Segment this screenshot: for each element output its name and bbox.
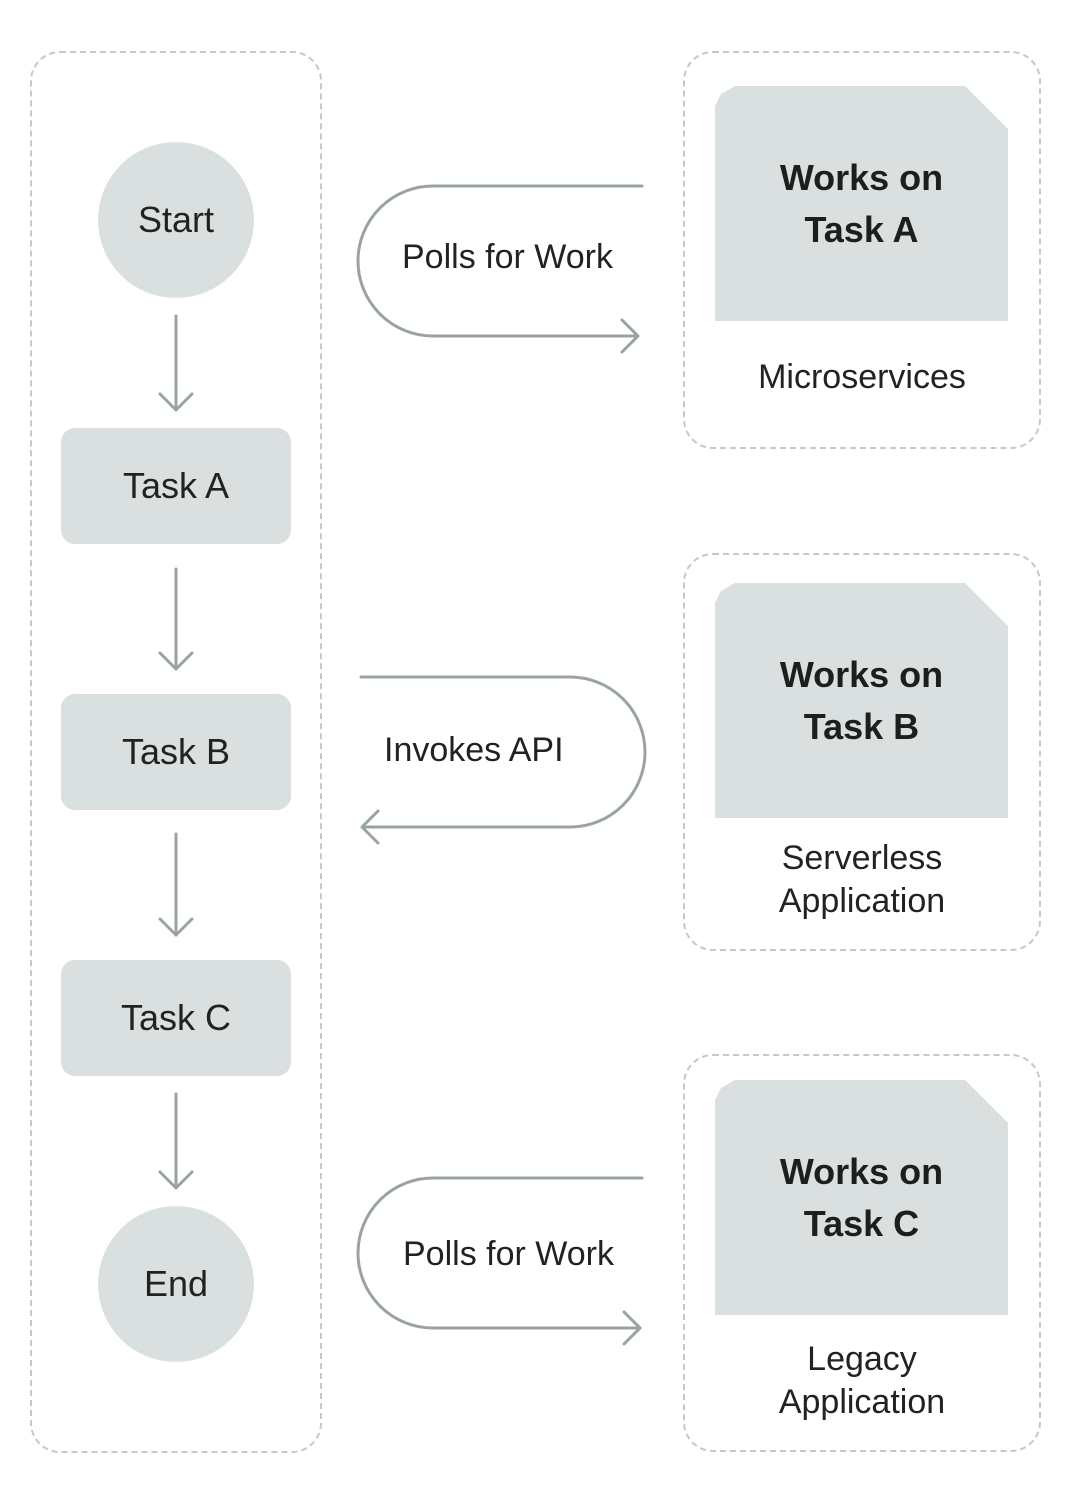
arrow-task-b-to-task-c <box>158 832 194 937</box>
start-label: Start <box>137 199 215 240</box>
end-node: End <box>98 1206 254 1362</box>
worker-a-label-line1: Microservices <box>758 358 966 396</box>
end-label: End <box>143 1263 209 1304</box>
task-b-node: Task B <box>61 694 291 810</box>
worker-c-title-line1: Works on <box>779 1150 944 1192</box>
worker-a-title-line2: Task A <box>804 208 919 250</box>
worker-a-container <box>683 51 1041 449</box>
task-c-label: Task C <box>120 997 232 1038</box>
task-c-node: Task C <box>61 960 291 1076</box>
arrow-task-c-to-end <box>158 1092 194 1190</box>
link-b-label: Invokes API <box>384 731 564 769</box>
worker-b-title-line1: Works on <box>779 653 944 695</box>
worker-c-title: Works on Task C <box>732 1146 992 1250</box>
task-b-label: Task B <box>121 731 231 772</box>
link-b-arrow <box>359 675 647 845</box>
worker-c-container <box>683 1054 1041 1452</box>
worker-b-title: Works on Task B <box>732 649 992 753</box>
workflow-container <box>30 51 322 1453</box>
worker-c-card: Works on Task C <box>715 1080 1008 1315</box>
link-c-label: Polls for Work <box>403 1235 614 1273</box>
worker-c-label: Legacy Application <box>683 1338 1041 1424</box>
start-node: Start <box>98 142 254 298</box>
worker-b-container <box>683 553 1041 951</box>
worker-b-card: Works on Task B <box>715 583 1008 818</box>
arrow-task-a-to-task-b <box>158 567 194 671</box>
worker-b-label-line1: Serverless <box>781 839 943 877</box>
worker-a-title: Works on Task A <box>732 152 992 256</box>
task-a-node: Task A <box>61 428 291 544</box>
worker-b-label: Serverless Application <box>683 837 1041 923</box>
worker-b-title-line2: Task B <box>803 705 920 747</box>
worker-c-label-line1: Legacy <box>807 1340 917 1378</box>
worker-b-label-line2: Application <box>778 882 946 920</box>
worker-c-label-line2: Application <box>778 1383 946 1421</box>
worker-c-title-line2: Task C <box>803 1202 920 1244</box>
task-a-label: Task A <box>122 465 230 506</box>
worker-a-card: Works on Task A <box>715 86 1008 321</box>
arrow-start-to-task-a <box>158 314 194 412</box>
worker-a-label: Microservices <box>683 356 1041 399</box>
link-a-label: Polls for Work <box>402 238 613 276</box>
worker-a-title-line1: Works on <box>779 156 944 198</box>
link-a-arrow <box>356 184 644 354</box>
link-c-arrow <box>356 1176 644 1346</box>
